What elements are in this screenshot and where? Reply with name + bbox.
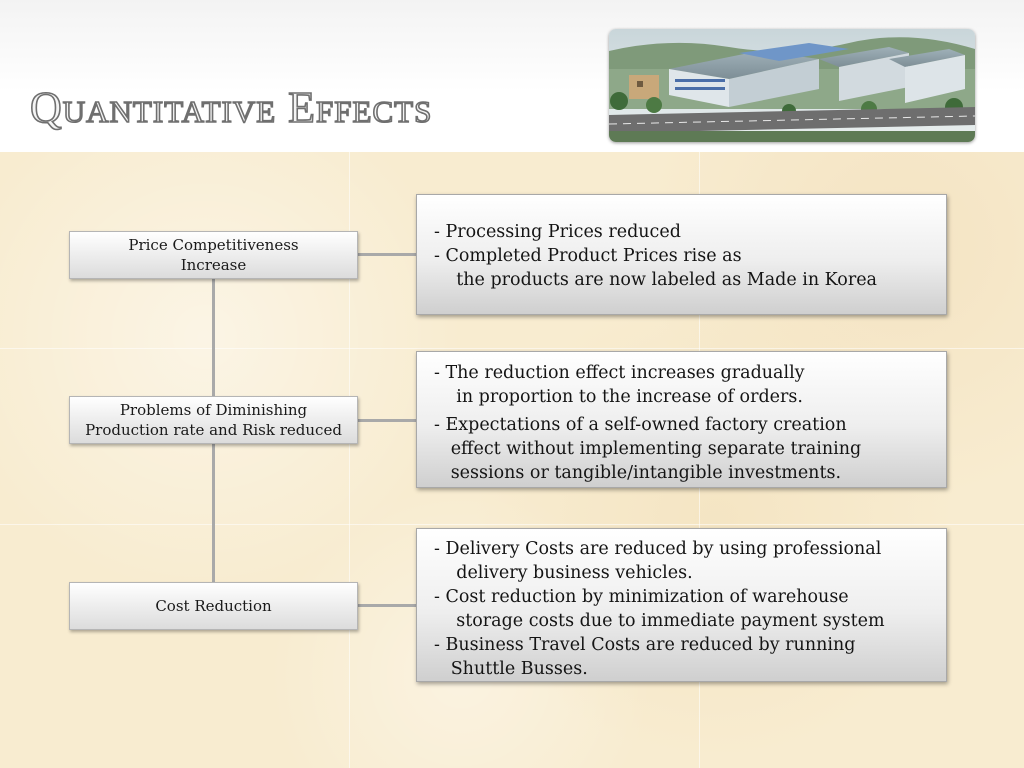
detail-line: - Expectations of a self-owned factory c… — [434, 415, 847, 435]
detail-line: effect without implementing separate tra… — [434, 439, 862, 459]
detail-line: - Delivery Costs are reduced by using pr… — [434, 539, 882, 559]
horizontal-connector — [357, 419, 417, 422]
category-box-cost-reduction: Cost Reduction — [69, 582, 358, 630]
background-grid-line — [0, 524, 1024, 525]
detail-box-price-competitiveness: - Processing Prices reduced - Completed … — [416, 194, 947, 315]
detail-line: storage costs due to immediate payment s… — [434, 611, 885, 631]
detail-line: sessions or tangible/intangible investme… — [434, 463, 842, 483]
detail-line: - The reduction effect increases gradual… — [434, 363, 805, 383]
category-label-line: Price Competitiveness — [128, 236, 299, 254]
detail-box-production-risk: - The reduction effect increases gradual… — [416, 351, 947, 488]
horizontal-connector — [357, 604, 417, 607]
detail-line: Shuttle Busses. — [434, 659, 588, 679]
category-label-line: Cost Reduction — [155, 597, 272, 615]
horizontal-connector — [357, 253, 417, 256]
detail-line: delivery business vehicles. — [434, 563, 693, 583]
factory-building-photo — [609, 29, 975, 142]
detail-line: the products are now labeled as Made in … — [434, 270, 877, 290]
category-label-line: Production rate and Risk reduced — [85, 421, 342, 439]
category-box-production-risk: Problems of Diminishing Production rate … — [69, 396, 358, 444]
detail-line: - Completed Product Prices rise as — [434, 246, 742, 266]
detail-line: - Business Travel Costs are reduced by r… — [434, 635, 856, 655]
category-box-price-competitiveness: Price Competitiveness Increase — [69, 231, 358, 279]
background-grid-line — [0, 348, 1024, 349]
category-label-line: Problems of Diminishing — [119, 401, 308, 419]
category-label-line: Increase — [180, 256, 247, 274]
detail-box-cost-reduction: - Delivery Costs are reduced by using pr… — [416, 528, 947, 682]
detail-line: - Cost reduction by minimization of ware… — [434, 587, 849, 607]
detail-line: - Processing Prices reduced — [434, 222, 681, 242]
slide-header: Quantitative Effects — [0, 0, 1024, 152]
slide-title: Quantitative Effects — [29, 82, 433, 133]
background-grid-line — [349, 152, 350, 768]
detail-line: in proportion to the increase of orders. — [434, 387, 803, 407]
